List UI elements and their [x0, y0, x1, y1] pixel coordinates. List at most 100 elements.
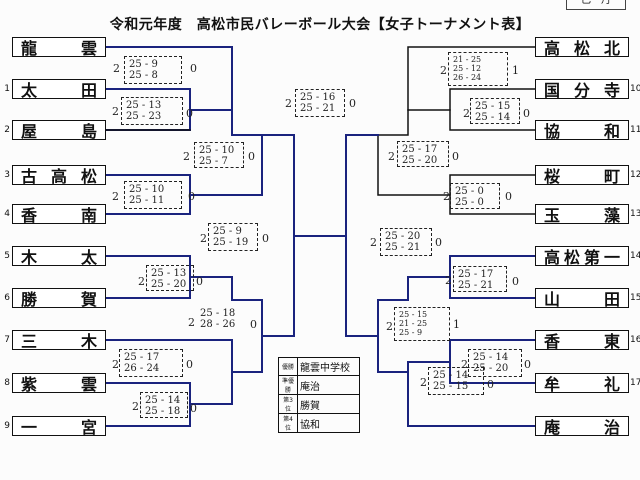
team-box-left-5: 木太: [12, 246, 106, 267]
team-box-right-6: 山田: [535, 288, 629, 309]
team-box-left-2: 屋島: [12, 120, 106, 141]
team-name: 協: [544, 122, 561, 141]
set-score: 25 - 20: [151, 279, 187, 290]
results-row: 第4位 協和: [278, 413, 360, 433]
set-score: 25 - 10: [129, 184, 165, 195]
match-score-box: 25 - 18 28 - 26: [196, 306, 250, 334]
match-sets-won: 2: [420, 376, 427, 389]
set-score: 26 - 24: [453, 73, 482, 82]
team-name: 松: [563, 248, 580, 267]
team-name: 宮: [80, 418, 97, 437]
team-name: 雲: [80, 375, 97, 394]
set-score: 25 - 17: [402, 144, 438, 155]
team-box-left-9: 一宮: [12, 416, 106, 437]
match-sets-lost: 1: [512, 64, 519, 77]
match-sets-lost: 0: [435, 236, 442, 249]
seed-number: 12: [630, 170, 640, 180]
set-score: 25 - 13: [126, 100, 162, 111]
seed-number: 16: [630, 335, 640, 345]
set-score: 25 - 15: [433, 381, 469, 392]
seed-number: 17: [630, 378, 640, 388]
match-sets-lost: 0: [190, 62, 197, 75]
set-score: 25 - 14: [473, 352, 509, 363]
team-name: 玉: [544, 206, 561, 225]
match-score-box: 25 - 0 25 - 0: [450, 183, 500, 209]
seed-number: 2: [4, 125, 10, 135]
team-name: 一: [21, 418, 38, 437]
match-score-box: 25 - 17 26 - 24: [119, 349, 183, 377]
team-name: 太: [80, 248, 97, 267]
rank-team: 協和: [297, 413, 360, 433]
set-score: 25 - 8: [129, 70, 158, 81]
team-name: 田: [603, 290, 620, 309]
team-box-right-4: 玉藻: [535, 204, 629, 225]
seed-number: 1: [4, 84, 10, 94]
seed-number: 14: [630, 251, 640, 261]
team-name: 山: [544, 290, 561, 309]
match-sets-won: 2: [183, 150, 190, 163]
set-score: 25 - 21: [385, 242, 421, 253]
seed-number: 6: [4, 293, 10, 303]
seed-number: 4: [4, 209, 10, 219]
seed-number: 10: [630, 84, 640, 94]
match-sets-won: 2: [132, 400, 139, 413]
set-score: 25 - 20: [385, 231, 421, 242]
team-name: 藻: [603, 206, 620, 225]
set-score: 25 - 20: [473, 363, 509, 374]
results-table: 優勝 龍雲中学校 準優勝 庵治 第3位 勝賀 第4位 協和: [278, 357, 360, 433]
set-score: 25 - 10: [199, 145, 235, 156]
match-sets-won: 2: [386, 320, 393, 333]
team-name: 田: [80, 81, 97, 100]
team-name: 寺: [603, 81, 620, 100]
set-score: 25 - 0: [455, 197, 484, 208]
team-box-right-1: 国分寺: [535, 79, 629, 100]
match-sets-won: 2: [188, 316, 195, 329]
set-score: 25 - 7: [199, 156, 228, 167]
set-score: 25 - 14: [145, 395, 181, 406]
team-name: 太: [21, 81, 38, 100]
match-sets-lost: 0: [186, 107, 193, 120]
match-sets-lost: 0: [512, 275, 519, 288]
corner-mark: 己ー丹: [566, 0, 626, 10]
team-name: 東: [603, 332, 620, 351]
match-sets-won: 2: [112, 105, 119, 118]
set-score: 25 - 9: [213, 226, 242, 237]
team-name: 和: [603, 122, 620, 141]
team-box-right-5: 高松第一: [535, 246, 629, 267]
match-score-box: 25 - 17 25 - 20: [397, 141, 449, 167]
team-box-left-4: 香南: [12, 204, 106, 225]
set-score: 25 - 13: [151, 268, 187, 279]
set-score: 21 - 25: [399, 319, 428, 328]
set-score: 25 - 23: [126, 111, 162, 122]
team-box-left-6: 勝賀: [12, 288, 106, 309]
team-name: 高: [544, 39, 561, 58]
team-name: 木: [80, 332, 97, 351]
match-sets-won: 2: [112, 358, 119, 371]
match-sets-lost: 0: [250, 318, 257, 331]
team-name: 治: [603, 418, 620, 437]
rank-label: 準優勝: [278, 375, 298, 395]
team-name: 勝: [21, 290, 38, 309]
match-sets-won: 2: [445, 274, 452, 287]
set-score: 25 - 14: [433, 370, 469, 381]
set-score: 25 - 15: [475, 101, 511, 112]
team-name: 松: [80, 167, 97, 186]
set-score: 25 - 12: [453, 64, 482, 73]
rank-team: 庵治: [297, 375, 360, 395]
match-sets-won: 2: [113, 62, 120, 75]
seed-number: 13: [630, 209, 640, 219]
team-box-right-3: 桜町: [535, 165, 629, 186]
set-score: 25 - 9: [129, 59, 158, 70]
match-score-box: 25 - 10 25 - 11: [124, 181, 182, 209]
rank-label: 第4位: [278, 413, 298, 433]
match-score-box: 25 - 13 25 - 20: [146, 265, 194, 291]
match-sets-lost: 0: [186, 358, 193, 371]
match-sets-lost: 0: [188, 190, 195, 203]
match-score-box: 25 - 9 25 - 8: [124, 56, 182, 84]
team-name: 礼: [603, 375, 620, 394]
team-box-right-7: 香東: [535, 330, 629, 351]
set-score: 25 - 16: [300, 92, 336, 103]
match-sets-lost: 0: [262, 232, 269, 245]
match-score-box: 25 - 17 25 - 21: [453, 266, 507, 292]
results-row: 優勝 龍雲中学校: [278, 357, 360, 376]
